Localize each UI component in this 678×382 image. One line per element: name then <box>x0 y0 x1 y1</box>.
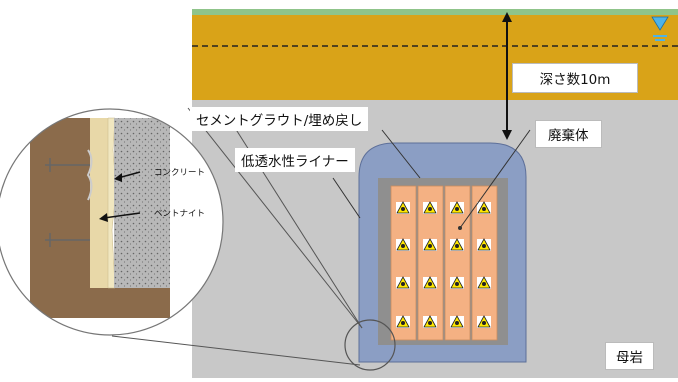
magnified-detail-border <box>0 108 224 336</box>
zoom-soil <box>30 118 90 288</box>
radiation-hazard-icon <box>396 201 410 214</box>
grout-leader-line <box>381 129 421 179</box>
radiation-hazard-icon <box>423 238 437 251</box>
cement-grout-label: セメントグラウト/埋め戻し <box>190 107 369 131</box>
zoom-line-upper <box>187 107 363 329</box>
waste-label: 廃棄体 <box>535 120 602 148</box>
radiation-hazard-icon <box>450 238 464 251</box>
bentonite-arrow <box>99 212 141 222</box>
bentonite-label: ベントナイト <box>154 209 206 219</box>
depth-arrow <box>502 12 512 140</box>
ground-surface <box>192 9 678 15</box>
liner-label: 低透水性ライナー <box>235 148 355 172</box>
concrete-label: コンクリート <box>154 168 206 178</box>
zoom-line-lower <box>111 335 361 366</box>
radiation-hazard-icon <box>477 238 491 251</box>
zoom-bentonite <box>90 118 108 288</box>
radiation-hazard-icon <box>396 238 410 251</box>
radiation-hazard-icon <box>396 315 410 328</box>
waste-leader-dot <box>458 226 462 230</box>
radiation-hazard-icon <box>477 276 491 289</box>
radiation-hazard-icon <box>477 315 491 328</box>
radiation-hazard-icon <box>477 201 491 214</box>
radiation-hazard-icon <box>423 276 437 289</box>
water-level-triangle-icon <box>651 16 669 41</box>
zoom-concrete <box>114 118 170 288</box>
bedrock-label: 母岩 <box>605 342 654 370</box>
depth-label: 深さ数10m <box>512 63 638 93</box>
radiation-hazard-icon <box>423 315 437 328</box>
liner-leader-line <box>332 177 361 219</box>
waste-leader-line <box>459 129 531 229</box>
radiation-hazard-icon <box>423 201 437 214</box>
concrete-arrow <box>114 171 141 182</box>
radiation-hazard-icon <box>450 276 464 289</box>
magnified-detail <box>0 109 223 335</box>
radiation-hazard-icon <box>450 201 464 214</box>
radiation-hazard-icon <box>450 315 464 328</box>
radiation-hazard-icon <box>396 276 410 289</box>
zoom-target-circle <box>344 319 396 371</box>
radiation-hazard-icons <box>396 201 491 328</box>
